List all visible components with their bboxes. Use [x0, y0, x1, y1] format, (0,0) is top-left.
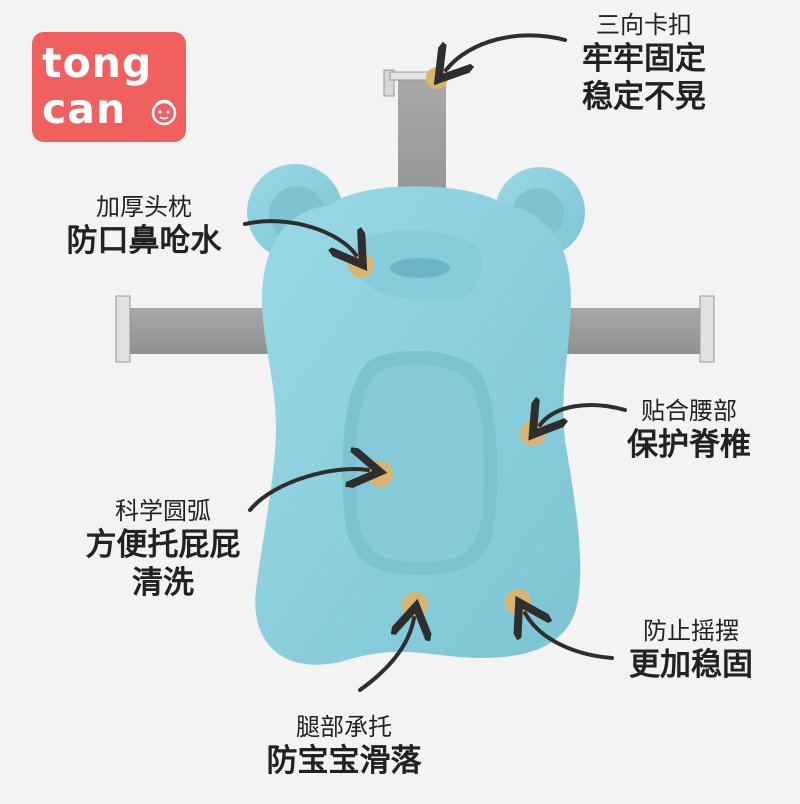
callout-title: 科学圆弧	[115, 497, 211, 525]
arrow-sway	[525, 613, 614, 660]
marker-sway	[505, 589, 531, 615]
callout-line: 方便托屁屁	[85, 527, 241, 563]
arrow-waist	[540, 405, 627, 425]
arrow-curve	[248, 469, 368, 512]
callout-curve: 科学圆弧 方便托屁屁 清洗	[70, 496, 256, 602]
callout-line: 保护脊椎	[627, 427, 751, 463]
callout-title: 三向卡扣	[596, 11, 692, 39]
brand-line-2: can	[42, 85, 127, 133]
callout-line: 稳定不晃	[582, 79, 706, 115]
callout-title: 加厚头枕	[96, 193, 192, 221]
callout-waist: 贴合腰部 保护脊椎	[614, 396, 764, 464]
baby-face-icon	[151, 99, 177, 126]
arrow-clasp	[446, 33, 567, 70]
callout-leg: 腿部承托 防宝宝滑落	[252, 712, 436, 780]
brand-line-1: tong	[42, 39, 153, 87]
callout-clasp: 三向卡扣 牢牢固定 稳定不晃	[572, 10, 716, 116]
marker-pillow	[348, 252, 374, 278]
callout-title: 贴合腰部	[641, 397, 737, 425]
arrow-leg	[358, 618, 414, 692]
marker-curve	[367, 461, 393, 487]
callout-pillow: 加厚头枕 防口鼻呛水	[56, 192, 232, 260]
callout-line: 牢牢固定	[582, 41, 706, 77]
callout-line: 清洗	[132, 565, 194, 601]
arrow-pillow	[243, 219, 356, 255]
callout-line: 防口鼻呛水	[66, 223, 222, 259]
callout-title: 腿部承托	[296, 713, 392, 741]
callout-sway: 防止摇摆 更加稳固	[616, 616, 766, 684]
callout-title: 防止摇摆	[643, 617, 739, 645]
callout-line: 防宝宝滑落	[266, 743, 422, 779]
callout-line: 更加稳固	[629, 647, 753, 683]
marker-leg	[402, 592, 428, 618]
brand-logo: tong can	[32, 32, 186, 142]
